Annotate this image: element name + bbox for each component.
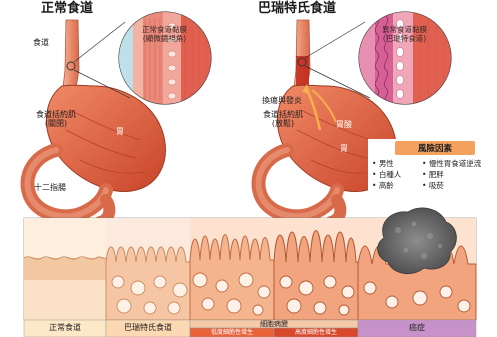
risk-item: • 白種人 (372, 169, 401, 180)
tissue-normal (24, 218, 106, 320)
stage-label-cancer: 癌症 (358, 321, 476, 335)
stage-label-barrett: 巴瑞特氏食道 (106, 321, 190, 335)
tissue-dysplasia-high (274, 218, 358, 320)
stage-label-dysplasia-low: 低度細胞性增生 (190, 328, 274, 337)
tissue-stages (24, 208, 476, 320)
risk-item: • 肥胖 (422, 169, 444, 180)
risk-item: • 慢性胃食道逆流 (422, 158, 481, 169)
tissue-barrett (106, 218, 190, 320)
risk-item: • 吸菸 (422, 180, 444, 191)
tissue-dysplasia-low (190, 218, 274, 320)
stage-label-normal: 正常食道 (24, 321, 106, 335)
label-stomach-barrett: 胃 (340, 144, 348, 153)
title-barrett: 巴瑞特氏食道 (258, 2, 336, 17)
label-stomach-acid: 胃酸 (336, 120, 352, 129)
tissue-cancer (358, 208, 476, 320)
stage-label-dysplasia-high: 高度細胞性增生 (274, 328, 358, 337)
zoom-label-barrett: 異常食道黏膜 (巴瑞特食道) (382, 26, 427, 43)
zoom-label-normal: 正常食道黏膜 (顯微鏡視角) (142, 26, 187, 43)
risk-item: • 高齡 (372, 180, 394, 191)
title-normal: 正常食道 (41, 2, 93, 17)
label-esophagus: 食道 (33, 38, 49, 47)
risk-item: • 男性 (372, 158, 394, 169)
label-inflammation: 換瘍與發炎 (262, 96, 302, 105)
risk-factors-title: 風險因素 (395, 141, 475, 155)
label-sphincter-relaxed: 食道括約肌 (放鬆) (263, 110, 303, 128)
label-duodenum: 十二指腸 (34, 183, 66, 192)
label-stomach: 胃 (116, 127, 124, 136)
label-sphincter-closed: 食道括約肌 (關閉) (36, 110, 76, 128)
